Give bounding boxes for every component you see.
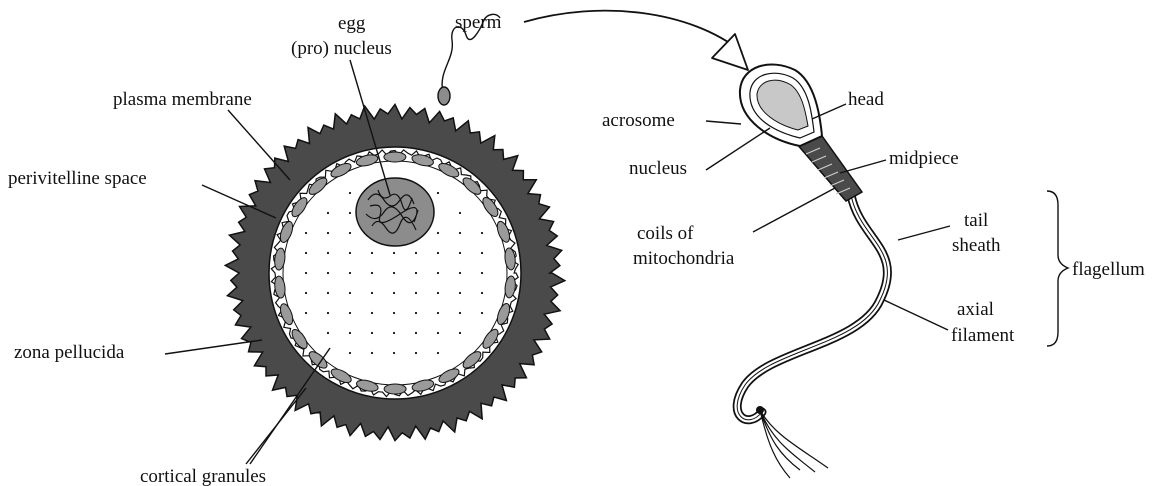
cytoplasm-dot [349,212,351,214]
cytoplasm-dot [327,312,329,314]
cytoplasm-dot [437,232,439,234]
cytoplasm-dot [349,312,351,314]
leader-acrosome [706,121,741,124]
cytoplasm-dot [371,332,373,334]
cytoplasm-dot [349,332,351,334]
cytoplasm-dot [349,272,351,274]
cytoplasm-dot [393,312,395,314]
cytoplasm-dot [459,232,461,234]
cytoplasm-dot [349,352,351,354]
cytoplasm-dot [393,352,395,354]
cytoplasm-dot [393,272,395,274]
cytoplasm-dot [393,252,395,254]
label-perivitelline-space: perivitelline space [8,168,147,189]
leader-axial-filament [884,300,948,330]
cytoplasm-dot [437,272,439,274]
label-tail-line2: sheath [952,235,1001,256]
cytoplasm-dot [327,212,329,214]
cytoplasm-dot [459,272,461,274]
label-nucleus: nucleus [629,158,687,179]
label-coils-line1: coils of [637,223,694,244]
label-flagellum: flagellum [1072,259,1145,280]
cytoplasm-dot [327,332,329,334]
sperm-label-group: sperm [455,12,502,33]
label-acrosome: acrosome [602,110,675,131]
cytoplasm-dot [415,272,417,274]
cytoplasm-dot [327,292,329,294]
cytoplasm-dot [481,292,483,294]
cytoplasm-dot [437,352,439,354]
label-midpiece: midpiece [889,148,959,169]
label-head: head [848,89,884,110]
cytoplasm-dot [349,192,351,194]
cortical-granule [384,384,406,394]
cytoplasm-dot [481,232,483,234]
cytoplasm-dot [349,232,351,234]
leader-tail-sheath [898,226,950,240]
label-sperm: sperm [455,12,502,33]
cytoplasm-dot [371,312,373,314]
cytoplasm-dot [305,272,307,274]
label-zona-pellucida: zona pellucida [14,342,125,363]
cytoplasm-dot [327,272,329,274]
cytoplasm-dot [349,252,351,254]
cytoplasm-dot [327,252,329,254]
cytoplasm-dot [459,252,461,254]
cytoplasm-dot [393,292,395,294]
cytoplasm-dot [481,312,483,314]
cytoplasm-dot [415,252,417,254]
cytoplasm-dot [415,312,417,314]
leader-coils [753,188,835,232]
label-tail-line1: tail [964,210,988,231]
leader-midpiece [840,160,886,173]
cytoplasm-dot [327,232,329,234]
sperm-cell [737,64,887,478]
label-egg-line1: egg [338,13,366,34]
cytoplasm-dot [437,192,439,194]
curved-arrow [524,11,748,70]
label-cortical-granules: cortical granules [140,466,266,486]
cytoplasm-dot [459,312,461,314]
cytoplasm-dot [459,332,461,334]
cytoplasm-dot [437,312,439,314]
cytoplasm-dot [393,332,395,334]
cytoplasm-dot [371,272,373,274]
leader-plasma-membrane [228,110,290,180]
cytoplasm-dot [305,232,307,234]
cytoplasm-dot [349,292,351,294]
label-plasma-membrane: plasma membrane [113,89,252,110]
cytoplasm-dot [437,292,439,294]
egg-cell [225,104,565,440]
cytoplasm-dot [415,332,417,334]
flagellum-brace [1047,191,1068,346]
cytoplasm-dot [481,272,483,274]
cytoplasm-dot [371,252,373,254]
cytoplasm-dot [415,292,417,294]
cytoplasm-dot [437,252,439,254]
cytoplasm-dot [371,352,373,354]
cytoplasm-dot [305,312,307,314]
cytoplasm-dot [459,212,461,214]
leader-zona-pellucida [165,340,262,354]
label-coils-line2: mitochondria [633,248,735,269]
cytoplasm-dot [305,292,307,294]
cytoplasm-dot [415,352,417,354]
label-egg-line2: (pro) nucleus [291,38,392,59]
cytoplasm-dot [305,252,307,254]
cortical-granule [384,152,406,162]
label-axial-line2: filament [951,325,1015,346]
cytoplasm-dot [437,332,439,334]
leader-nucleus [706,128,770,170]
cytoplasm-dot [371,292,373,294]
cytoplasm-dot [481,252,483,254]
egg-pronucleus [356,178,434,246]
label-axial-line1: axial [957,299,994,320]
cytoplasm-dot [459,292,461,294]
